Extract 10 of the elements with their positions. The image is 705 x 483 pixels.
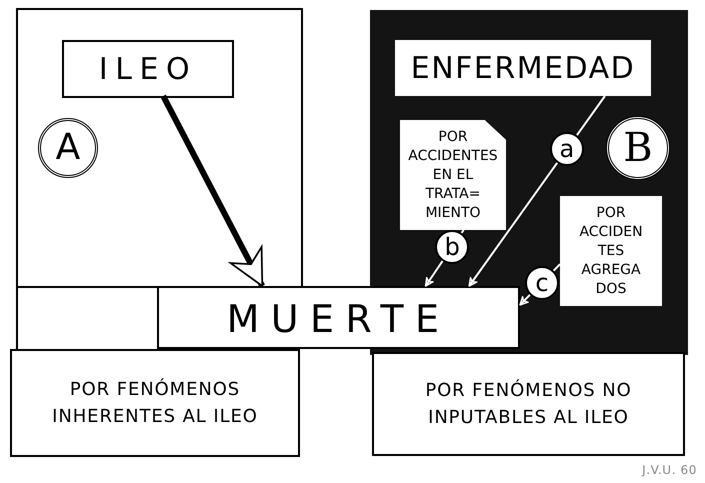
cause-box: ILEO — [62, 40, 234, 98]
category-box: POR FENÓMENOS NO INPUTABLES AL ILEO — [372, 352, 685, 456]
callout-box: POR ACCIDENTES EN EL TRATA= MIENTO — [400, 120, 506, 230]
signature-text: J.V.U. 60 — [642, 462, 697, 479]
panel-box — [16, 8, 303, 288]
outcome-box: MUERTE — [157, 286, 520, 349]
callout-box: POR ACCIDEN TES AGREGA DOS — [560, 196, 662, 306]
cause-box: ENFERMEDAD — [395, 40, 651, 96]
arrow — [160, 94, 265, 288]
category-box: POR FENÓMENOS INHERENTES AL ILEO — [10, 349, 300, 457]
